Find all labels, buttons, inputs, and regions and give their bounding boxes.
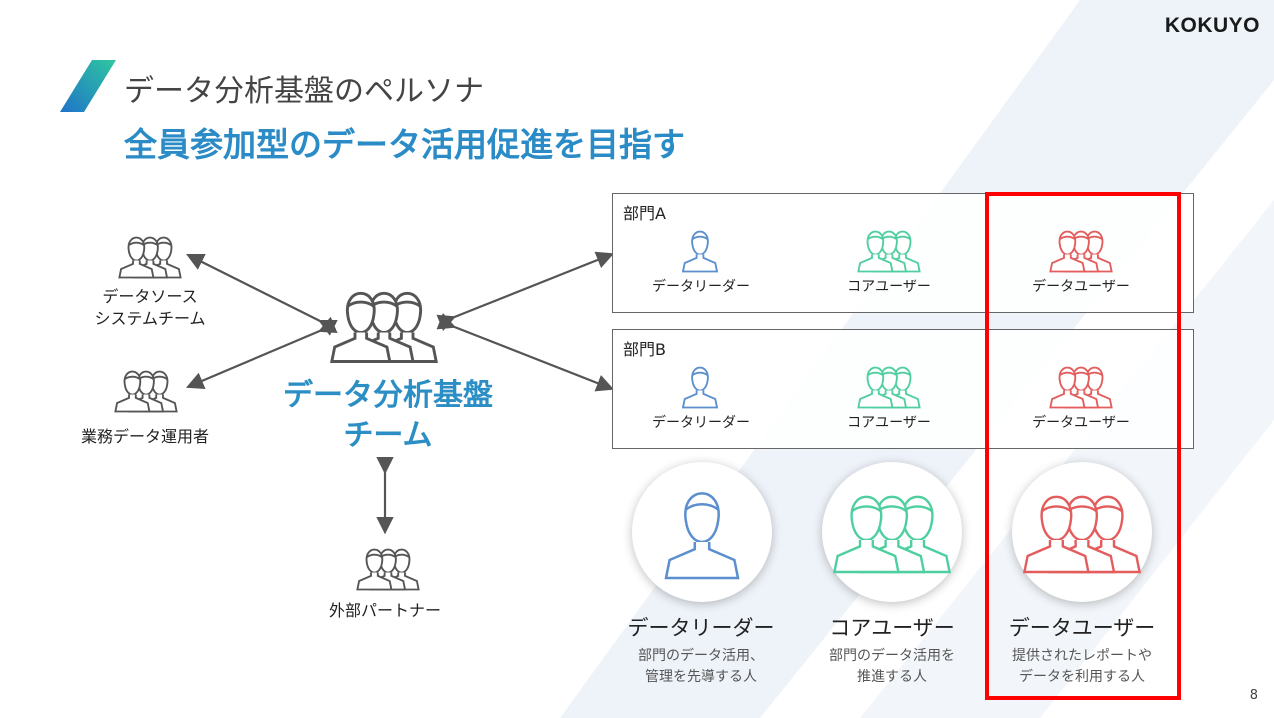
department-b-box: 部門B データリーダー コアユーザー データユーザー <box>612 329 1194 449</box>
core-user-icon <box>849 224 929 274</box>
role-label-data-leader: データリーダー <box>652 279 750 295</box>
persona-desc-core-user: 部門のデータ活用を 推進する人 <box>829 648 955 685</box>
role-label-core-user: コアユーザー <box>847 415 931 431</box>
core-user-icon <box>849 360 929 410</box>
department-name: 部門A <box>623 204 666 223</box>
department-a-box: 部門A データリーダー コアユーザー データユーザー <box>612 193 1194 313</box>
core-user-icon <box>822 462 962 602</box>
persona-desc-data-user: 提供されたレポートや データを利用する人 <box>1012 648 1152 685</box>
data-leader-icon <box>682 366 718 409</box>
page-subtitle: 全員参加型のデータ活用促進を目指す <box>124 125 685 164</box>
team-group-icon <box>348 540 428 596</box>
external-partner-label: 外部パートナー <box>328 601 441 620</box>
persona-desc-data-leader: 部門のデータ活用、 管理を先導する人 <box>638 648 764 685</box>
role-label-core-user: コアユーザー <box>847 279 931 295</box>
page-title: データ分析基盤のペルソナ <box>124 74 484 109</box>
persona-name-data-user: データユーザー <box>1008 616 1156 640</box>
data-leader-circle <box>632 462 772 602</box>
kokuyo-logo: KOKUYO <box>1164 14 1260 37</box>
team-group-icon <box>320 280 450 370</box>
data-user-circle <box>1012 462 1152 602</box>
data-platform-team-label: データ分析基盤 チーム <box>283 378 493 453</box>
team-group-icon <box>110 228 190 284</box>
persona-name-core-user: コアユーザー <box>829 616 955 640</box>
data-leader-icon <box>682 230 718 273</box>
persona-name-data-leader: データリーダー <box>627 616 775 640</box>
data-leader-icon <box>664 492 740 580</box>
core-user-circle <box>822 462 962 602</box>
role-label-data-user: データユーザー <box>1032 415 1130 431</box>
page-number: 8 <box>1249 688 1258 703</box>
title-accent-mark <box>60 60 116 112</box>
role-label-data-leader: データリーダー <box>652 415 750 431</box>
business-data-operator-label: 業務データ運用者 <box>80 427 209 446</box>
department-name: 部門B <box>623 340 666 359</box>
role-label-data-user: データユーザー <box>1032 279 1130 295</box>
team-group-icon <box>106 362 186 418</box>
source-system-team-label: データソース システムチーム <box>94 287 206 328</box>
data-user-highlight-box <box>985 192 1181 700</box>
